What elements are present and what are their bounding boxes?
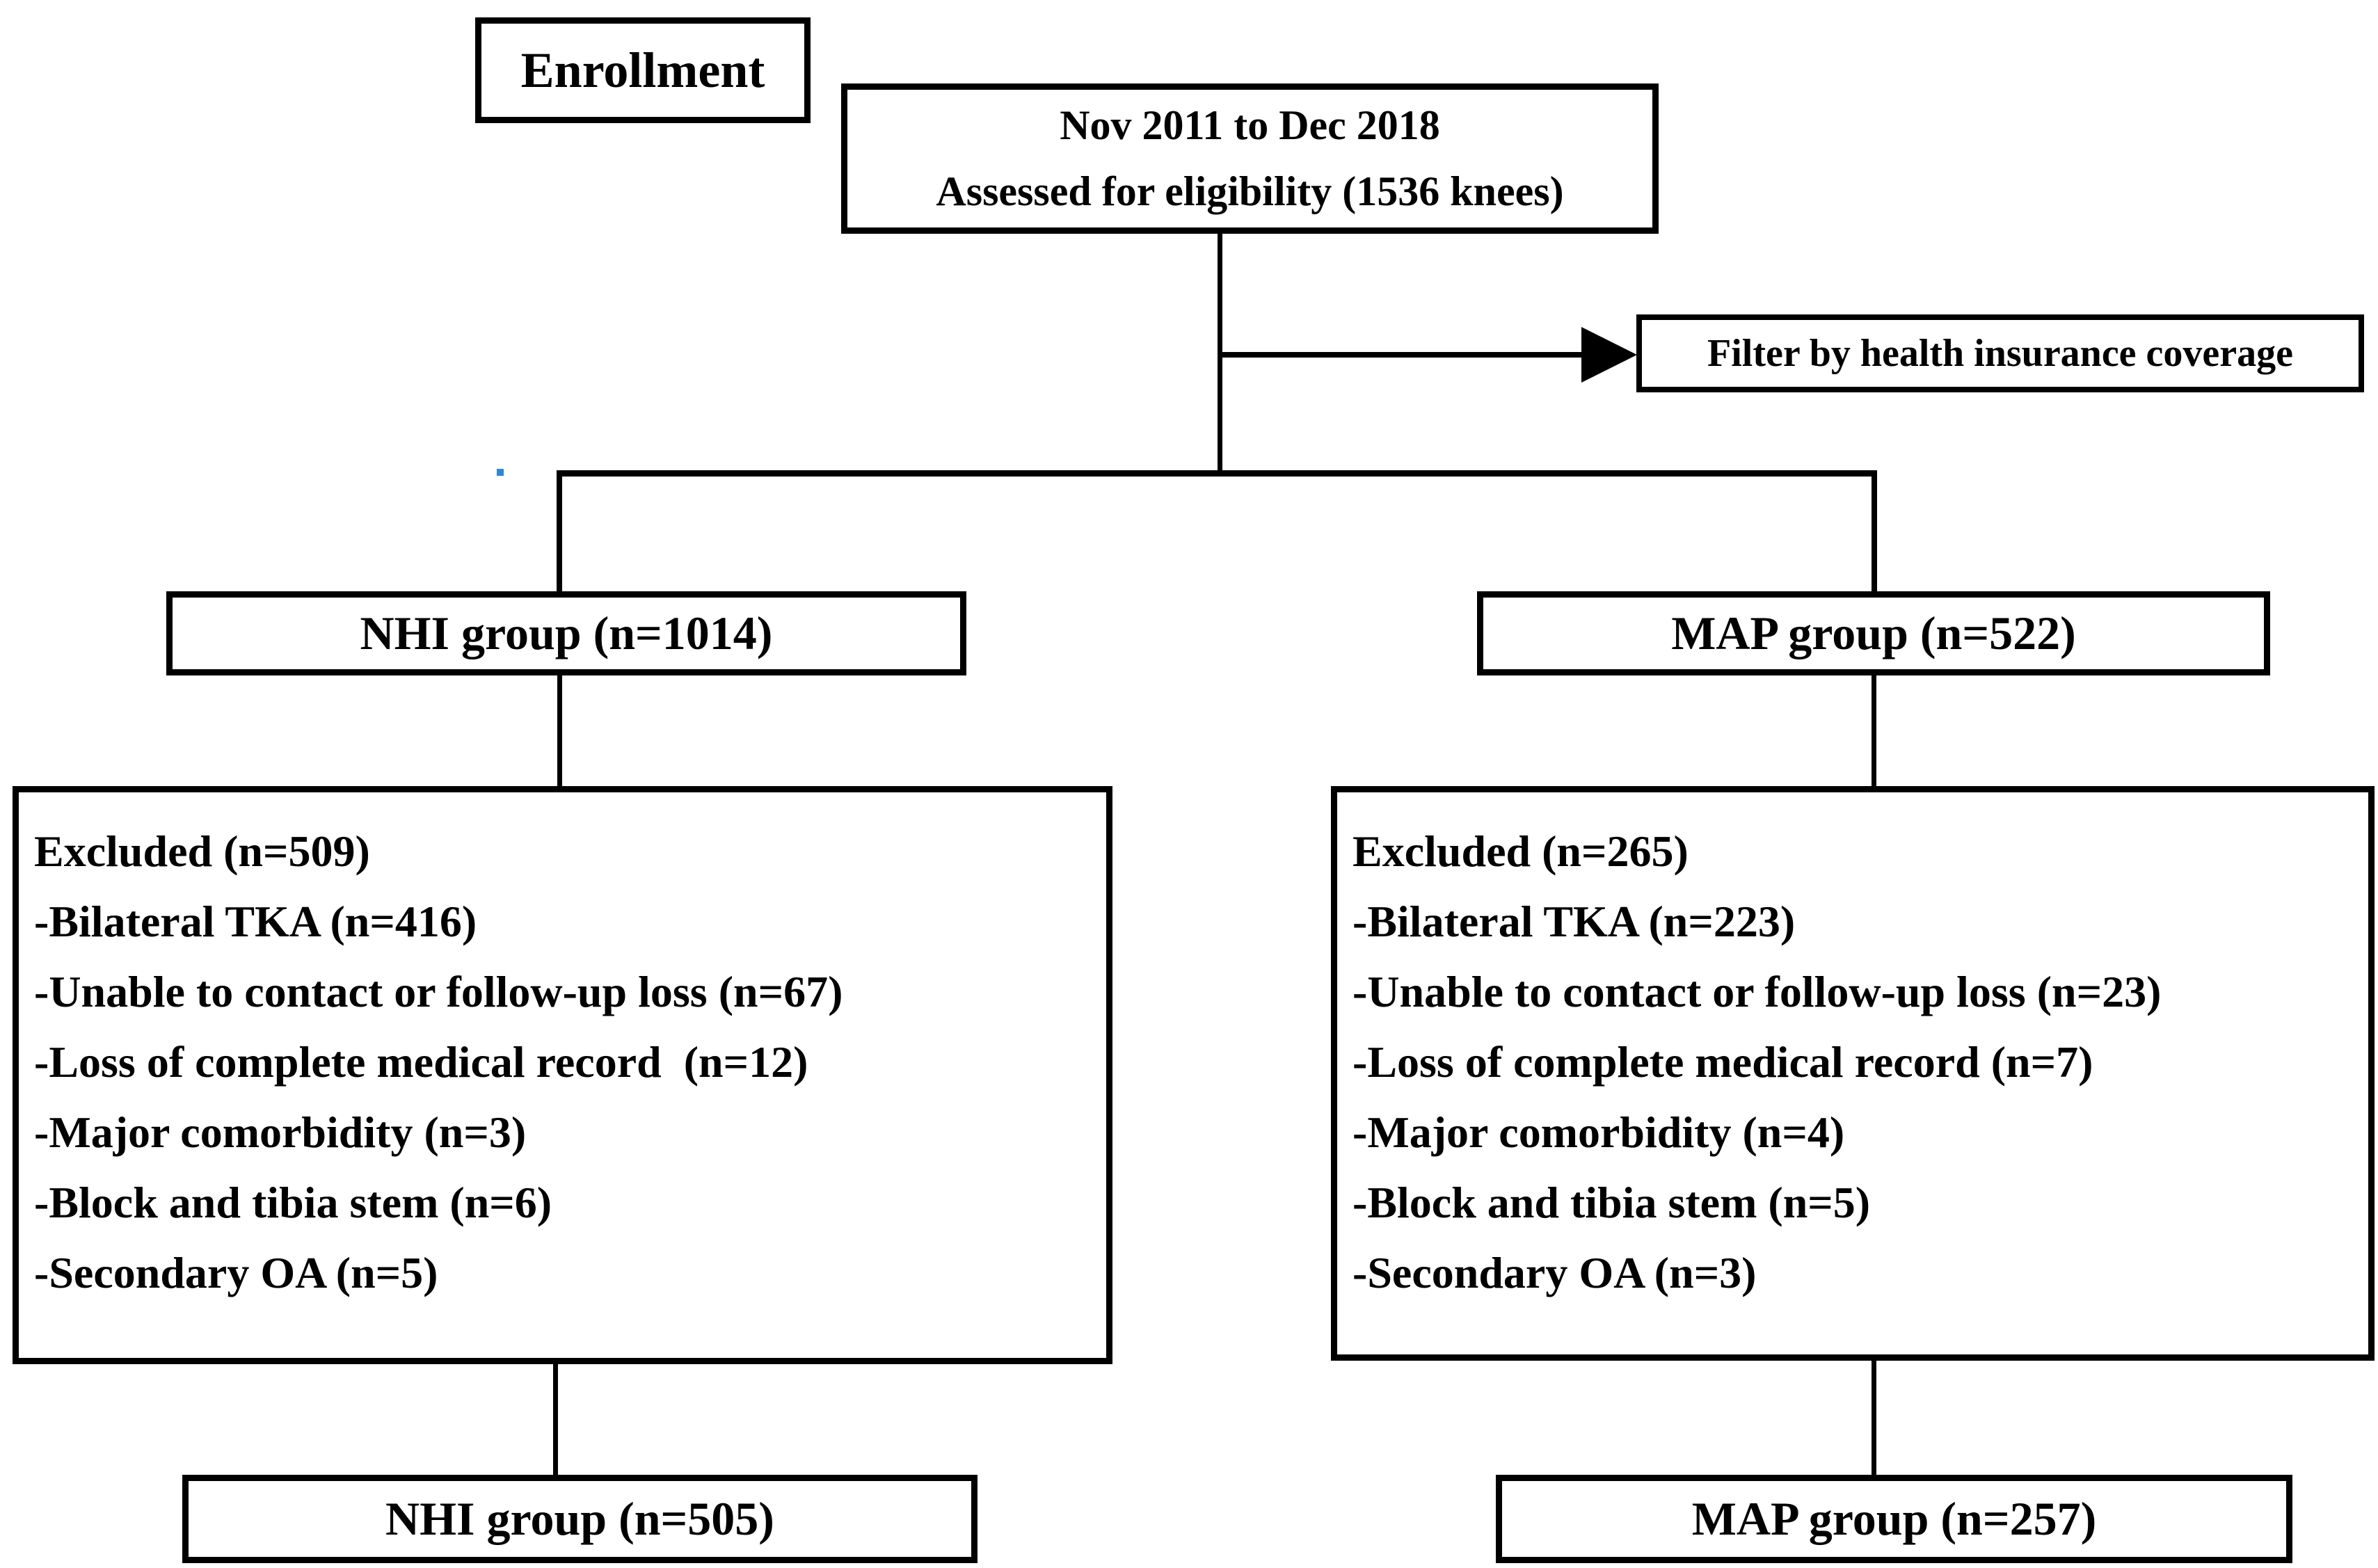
map-group-box: MAP group (n=522) (1477, 591, 2270, 675)
map-excluded-box: Excluded (n=265) -Bilateral TKA (n=223)-… (1331, 786, 2375, 1361)
excluded-item: -Block and tibia stem (n=5) (1352, 1178, 1871, 1227)
enrollment-label: Enrollment (520, 42, 765, 98)
excluded-item: -Unable to contact or follow-up loss (n=… (34, 967, 843, 1016)
connector-nhi-to-final-line (553, 1362, 558, 1475)
map-group-label: MAP group (n=522) (1671, 607, 2076, 659)
excluded-item: -Major comorbidity (n=4) (1352, 1107, 1845, 1157)
map-final-box: MAP group (n=257) (1496, 1475, 2292, 1563)
filter-arrow-head-icon (1581, 327, 1637, 383)
connector-map-to-final-line (1872, 1359, 1876, 1475)
eligibility-label: Nov 2011 to Dec 2018 Assessed for eligib… (927, 93, 1572, 225)
eligibility-box: Nov 2011 to Dec 2018 Assessed for eligib… (841, 83, 1659, 234)
nhi-group-label: NHI group (n=1014) (360, 607, 773, 659)
nhi-group-box: NHI group (n=1014) (166, 591, 966, 675)
filter-label: Filter by health insurance coverage (1707, 332, 2293, 375)
connector-map-to-excluded-line (1872, 675, 1876, 786)
nhi-final-label: NHI group (n=505) (385, 1492, 774, 1545)
connector-drop-to-map-line (1872, 470, 1877, 591)
map-final-label: MAP group (n=257) (1691, 1492, 2097, 1545)
nhi-final-box: NHI group (n=505) (182, 1475, 977, 1563)
excluded-item: -Secondary OA (n=3) (1352, 1248, 1757, 1297)
filter-box: Filter by health insurance coverage (1636, 314, 2364, 392)
filter-arrow-line (1220, 352, 1581, 358)
excluded-item: -Major comorbidity (n=3) (34, 1107, 527, 1157)
nhi-excluded-items: -Bilateral TKA (n=416) -Unable to contact… (34, 886, 1091, 1308)
enrollment-box: Enrollment (475, 17, 811, 123)
connector-drop-to-nhi-line (557, 470, 562, 591)
eligibility-assessed-line: Assessed for eligibility (1536 knees) (936, 168, 1564, 214)
excluded-item: -Bilateral TKA (n=416) (34, 897, 477, 946)
map-excluded-title: Excluded (n=265) (1352, 826, 1689, 876)
connector-nhi-to-excluded-line (557, 675, 562, 786)
excluded-item: -Unable to contact or follow-up loss (n=… (1352, 967, 2162, 1016)
excluded-item: -Secondary OA (n=5) (34, 1248, 438, 1297)
nhi-excluded-title: Excluded (n=509) (34, 826, 370, 876)
map-excluded-items: -Bilateral TKA (n=223) -Unable to contact… (1352, 886, 2353, 1308)
connector-branch-line (557, 470, 1877, 477)
stray-blue-dot (497, 469, 504, 476)
excluded-item: -Loss of complete medical record (n=12) (34, 1037, 808, 1087)
nhi-excluded-box: Excluded (n=509) -Bilateral TKA (n=416)-… (13, 786, 1112, 1364)
excluded-item: -Block and tibia stem (n=6) (34, 1178, 552, 1227)
excluded-item: -Bilateral TKA (n=223) (1352, 897, 1796, 946)
excluded-item: -Loss of complete medical record (n=7) (1352, 1037, 2093, 1087)
eligibility-period-line: Nov 2011 to Dec 2018 (1060, 102, 1440, 148)
